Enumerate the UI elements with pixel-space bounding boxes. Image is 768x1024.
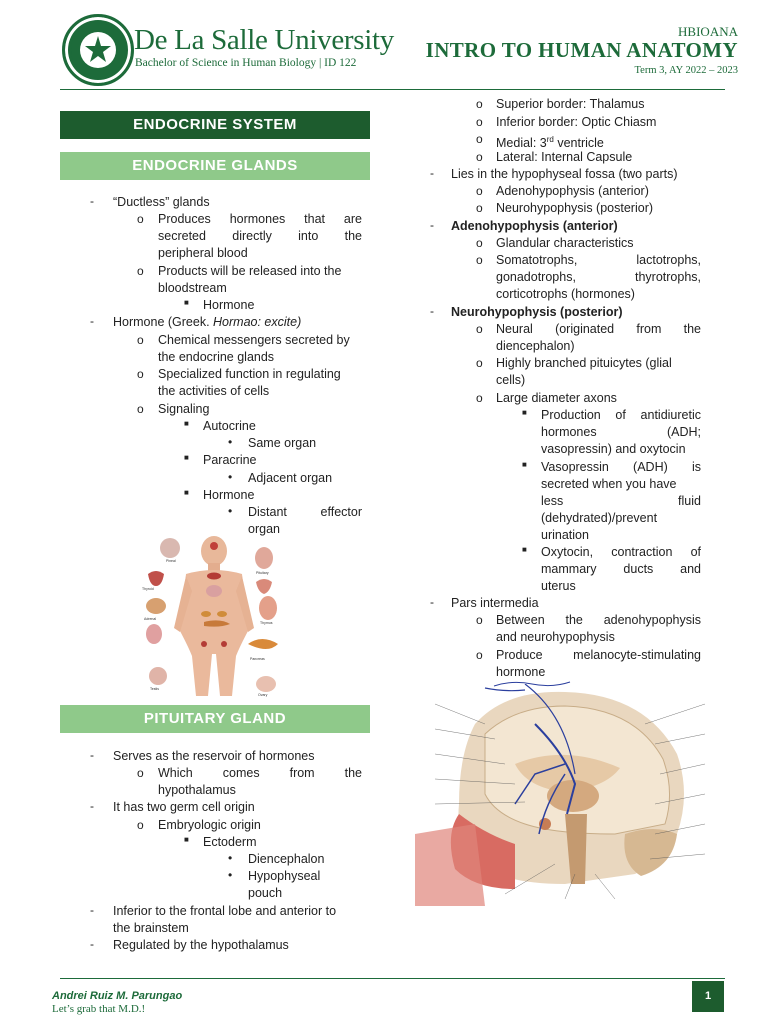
list-item: hypothalamus	[158, 783, 236, 797]
list-item: uterus	[541, 579, 576, 593]
list-item: Hormone	[203, 488, 255, 502]
handwritten-underline	[493, 681, 571, 687]
list-item: Pars intermedia	[451, 596, 539, 610]
list-item: Hormone (Greek. Hormao: excite)	[113, 315, 302, 329]
page-number: 1	[692, 981, 724, 1012]
list-item: corticotrophs (hormones)	[496, 287, 635, 301]
figure-label: Adrenal	[144, 617, 156, 621]
list-item: Neurohypophysis (posterior)	[496, 201, 654, 215]
list-item: Hypophyseal	[248, 869, 321, 883]
list-item: Superior border: Thalamus	[496, 97, 645, 111]
list-item: Adenohypophysis (anterior)	[496, 184, 649, 198]
list-item: Neurohypophysis (posterior)	[451, 305, 623, 319]
list-item: urination	[541, 528, 589, 542]
list-item: Between the adenohypophysis	[496, 613, 701, 627]
list-item: Glandular characteristics	[496, 236, 634, 250]
list-item: Serves as the reservoir of hormones	[113, 749, 315, 763]
list-item: less fluid	[541, 494, 701, 508]
list-item: Neural (originated from the	[496, 322, 701, 336]
figure-label: Testis	[150, 687, 159, 691]
brain-sagittal-figure	[415, 684, 725, 906]
list-item: and neurohypophysis	[496, 630, 615, 644]
list-item: Adenohypophysis (anterior)	[451, 219, 618, 233]
list-item: Produce melanocyte-stimulating	[496, 648, 701, 662]
course-title: INTRO TO HUMAN ANATOMY	[425, 38, 738, 62]
list-item: hormone	[496, 665, 546, 679]
list-item: peripheral blood	[158, 246, 248, 260]
list-item: hormones (ADH;	[541, 425, 701, 439]
list-item: Regulated by the hypothalamus	[113, 938, 289, 952]
list-item: mammary ducts and	[541, 562, 701, 576]
list-item: Produces hormones that are	[158, 212, 362, 226]
footer-motto: Let’s grab that M.D.!	[52, 1003, 146, 1015]
figure-label: Pituitary	[256, 571, 269, 575]
author-name: Andrei Ruiz M. Parungao	[52, 990, 183, 1002]
list-item: Paracrine	[203, 453, 257, 467]
figure-label: Thymus	[260, 621, 273, 625]
list-item: organ	[248, 522, 280, 536]
footer-divider	[60, 978, 725, 979]
list-item: Highly branched pituicytes (glial	[496, 356, 672, 370]
course-code: HBIOANA	[678, 24, 738, 39]
list-item: Large diameter axons	[496, 391, 617, 405]
list-item: Lies in the hypophyseal fossa (two parts…	[451, 167, 678, 181]
subsection-title: ENDOCRINE GLANDS	[60, 152, 370, 180]
list-item: Hormone	[203, 298, 255, 312]
list-item: Somatotrophs, lactotrophs,	[496, 253, 701, 267]
list-item: Chemical messengers secreted by	[158, 333, 350, 347]
pituitary-title: PITUITARY GLAND	[60, 705, 370, 733]
list-item: Inferior border: Optic Chiasm	[496, 115, 657, 129]
list-item: Products will be released into the	[158, 264, 342, 278]
list-item: bloodstream	[158, 281, 227, 295]
list-item: Which comes from the	[158, 766, 362, 780]
figure-label: Pineal	[166, 559, 176, 563]
list-item: Oxytocin, contraction of	[541, 545, 701, 559]
list-item: gonadotrophs, thyrotrophs,	[496, 270, 701, 284]
list-item: diencephalon)	[496, 339, 575, 353]
list-item: Embryologic origin	[158, 818, 261, 832]
term-line: Term 3, AY 2022 – 2023	[634, 65, 739, 76]
list-item: Lateral: Internal Capsule	[496, 150, 633, 164]
list-item: Medial: 3rd ventricle	[496, 135, 604, 151]
university-seal	[62, 14, 134, 86]
figure-label: Thyroid	[142, 587, 154, 591]
list-item: “Ductless” glands	[113, 195, 210, 209]
list-item: Ectoderm	[203, 835, 257, 849]
program-line: Bachelor of Science in Human Biology | I…	[135, 57, 357, 69]
list-item: Specialized function in regulating	[158, 367, 341, 381]
section-title: ENDOCRINE SYSTEM	[60, 111, 370, 139]
list-item: It has two germ cell origin	[113, 800, 255, 814]
header-divider	[60, 89, 725, 90]
list-item: Signaling	[158, 402, 210, 416]
list-item: secreted when you have	[541, 477, 677, 491]
list-item: Adjacent organ	[248, 471, 333, 485]
figure-label: Ovary	[258, 693, 268, 697]
list-item: the brainstem	[113, 921, 189, 935]
list-item: Production of antidiuretic	[541, 408, 701, 422]
list-item: Diencephalon	[248, 852, 325, 866]
list-item: vasopressin) and oxytocin	[541, 442, 686, 456]
endocrine-glands-figure: Pineal Pituitary Thyroid Thymus Adrenal …	[140, 536, 285, 698]
list-item: Inferior to the frontal lobe and anterio…	[113, 904, 337, 918]
list-item: cells)	[496, 373, 526, 387]
list-item: the endocrine glands	[158, 350, 275, 364]
list-item: Distant effector	[248, 505, 362, 519]
list-item: Autocrine	[203, 419, 256, 433]
list-item: Same organ	[248, 436, 317, 450]
university-name: De La Salle University	[134, 24, 394, 56]
list-item: Vasopressin (ADH) is	[541, 460, 701, 474]
figure-label: Pancreas	[250, 657, 265, 661]
list-item: (dehydrated)/prevent	[541, 511, 658, 525]
list-item: secreted directly into the	[158, 229, 362, 243]
list-item: the activities of cells	[158, 384, 270, 398]
list-item: pouch	[248, 886, 283, 900]
